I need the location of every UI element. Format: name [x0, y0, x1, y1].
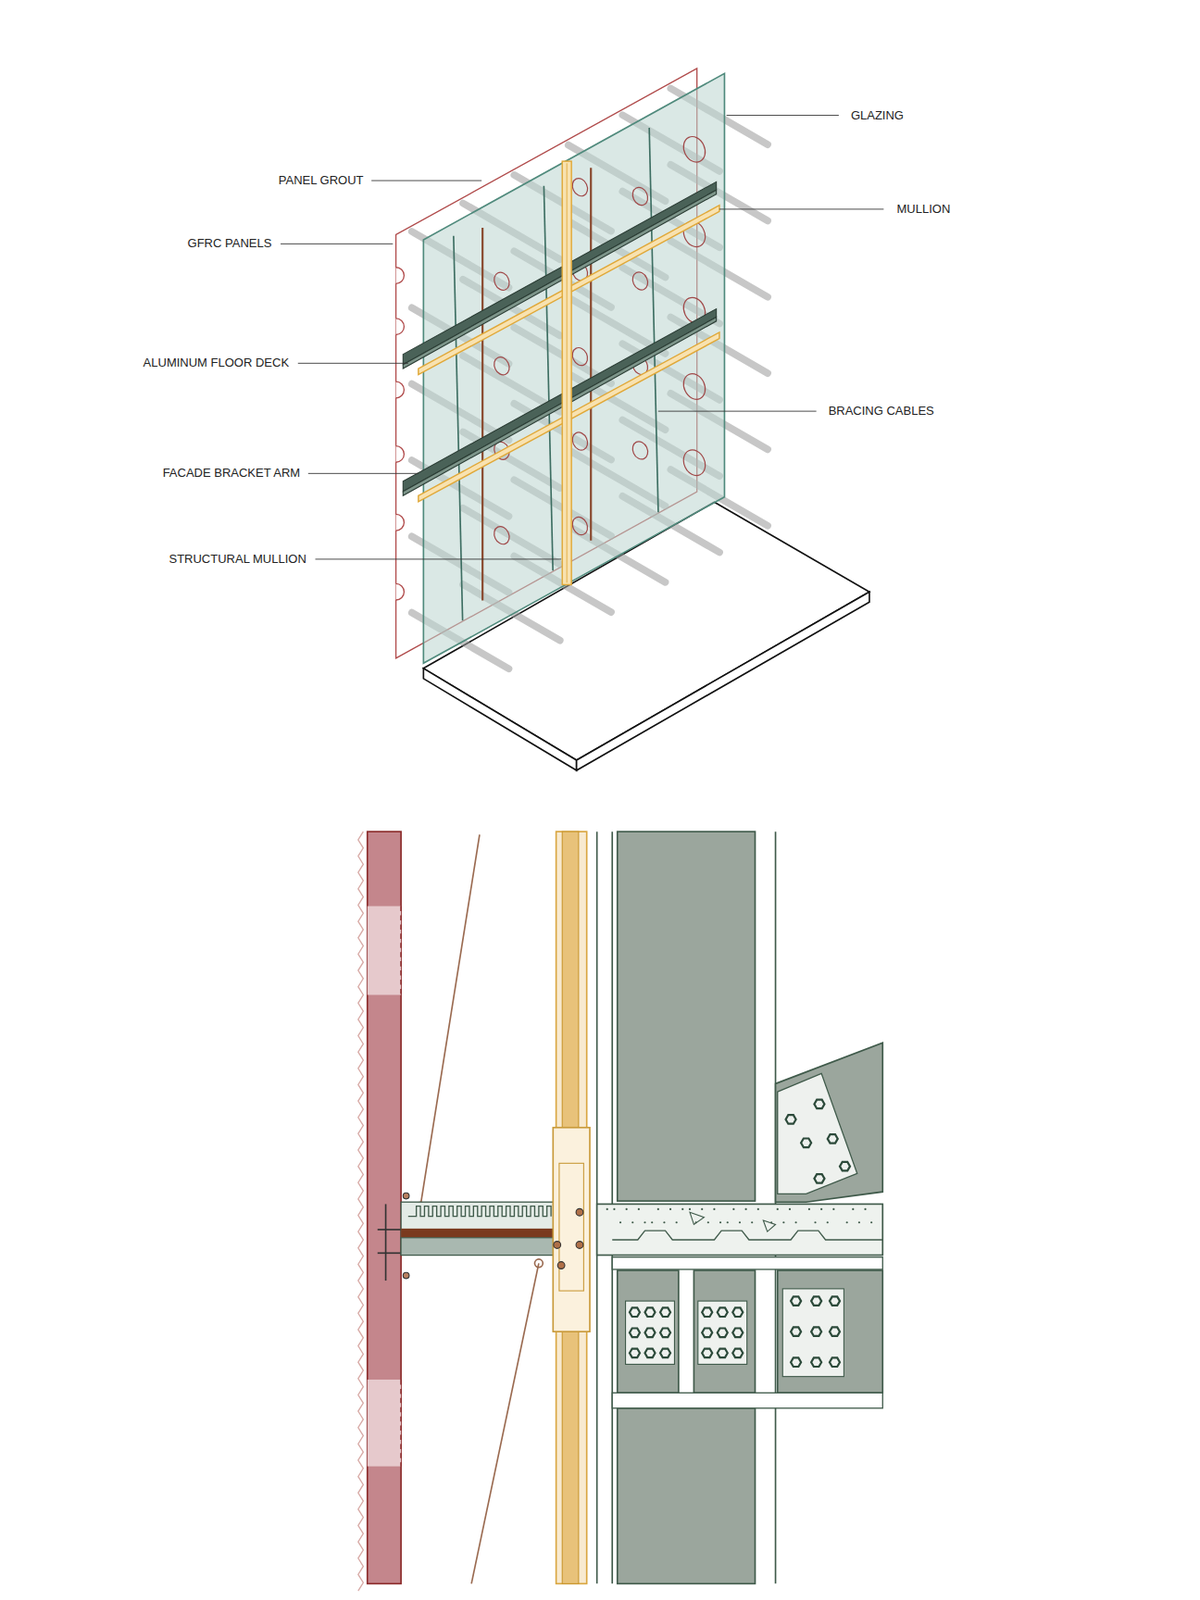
part-label: FACADE BRACKET ARM: [161, 465, 303, 481]
part-label: MULLION: [894, 201, 952, 217]
section-detail: [358, 831, 883, 1591]
isometric-facade: [396, 68, 870, 771]
part-label: GLAZING: [849, 108, 906, 124]
part-label: BRACING CABLES: [826, 403, 937, 419]
part-label: STRUCTURAL MULLION: [166, 551, 308, 567]
part-label: ALUMINUM FLOOR DECK: [141, 355, 291, 371]
part-label: PANEL GROUT: [276, 173, 366, 188]
part-label: GFRC PANELS: [186, 236, 275, 251]
leader-lines: [280, 115, 884, 560]
